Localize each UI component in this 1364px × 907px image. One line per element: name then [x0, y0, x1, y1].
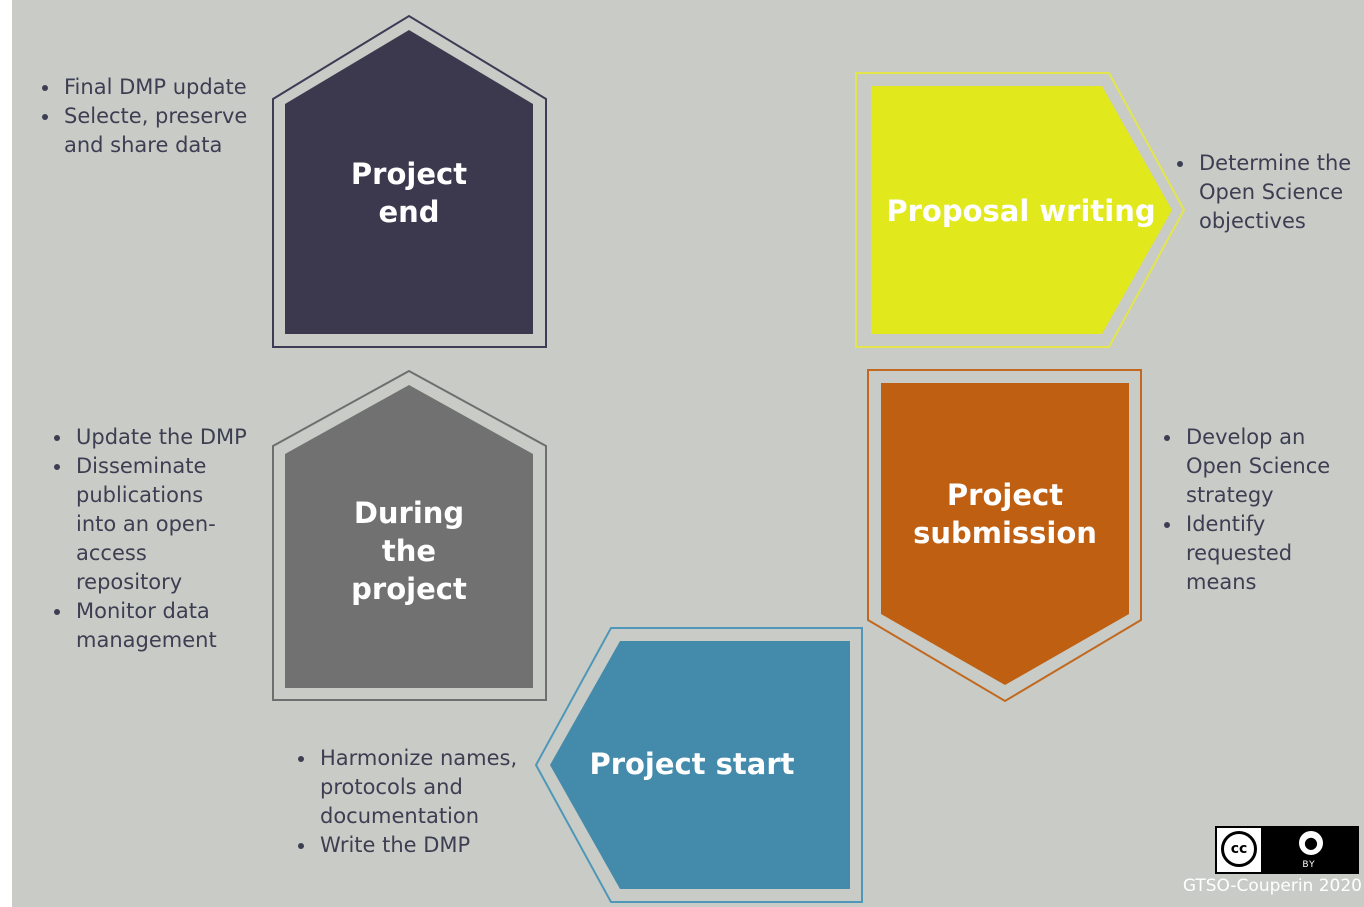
- project-submission-bullets: Develop an Open Science strategy Identif…: [1160, 423, 1340, 597]
- project-submission-title: Project submission: [913, 478, 1097, 550]
- during-project-bullets: Update the DMP Disseminate publications …: [50, 423, 250, 655]
- proposal-writing-shape: [855, 72, 1186, 348]
- list-item: Monitor data management: [50, 597, 250, 655]
- cc-by-license-badge: cc ● BY: [1215, 826, 1359, 874]
- list-item: Update the DMP: [50, 423, 250, 452]
- diagram-canvas: Project end During the project Proposal …: [12, 0, 1364, 907]
- list-item: Determine the Open Science objectives: [1173, 149, 1363, 236]
- project-end-shape: [272, 14, 547, 348]
- proposal-writing-bullets: Determine the Open Science objectives: [1173, 149, 1363, 236]
- list-item: Selecte, preserve and share data: [38, 102, 270, 160]
- proposal-writing-title: Proposal writing: [886, 194, 1156, 228]
- during-project-title: During the project: [351, 496, 467, 606]
- project-end-bullets: Final DMP update Selecte, preserve and s…: [38, 73, 270, 160]
- project-start-bullets: Harmonize names, protocols and documenta…: [294, 744, 534, 860]
- project-submission-shape: [867, 369, 1142, 703]
- by-panel: ● BY: [1261, 828, 1357, 872]
- project-start-shape: [534, 627, 863, 903]
- credit-text: GTSO-Couperin 2020: [1182, 876, 1362, 896]
- list-item: Identify requested means: [1160, 510, 1340, 597]
- list-item: Disseminate publications into an open-ac…: [50, 452, 250, 597]
- person-icon: ●: [1299, 831, 1323, 855]
- list-item: Write the DMP: [294, 831, 534, 860]
- list-item: Develop an Open Science strategy: [1160, 423, 1340, 510]
- during-project-shape: [272, 369, 547, 701]
- list-item: Final DMP update: [38, 73, 270, 102]
- by-label: BY: [1302, 860, 1316, 870]
- project-start-title: Project start: [589, 747, 795, 781]
- stage-shapes: [272, 14, 1186, 903]
- project-end-title: Project end: [350, 157, 468, 229]
- list-item: Harmonize names, protocols and documenta…: [294, 744, 534, 831]
- cc-icon: cc: [1221, 831, 1257, 867]
